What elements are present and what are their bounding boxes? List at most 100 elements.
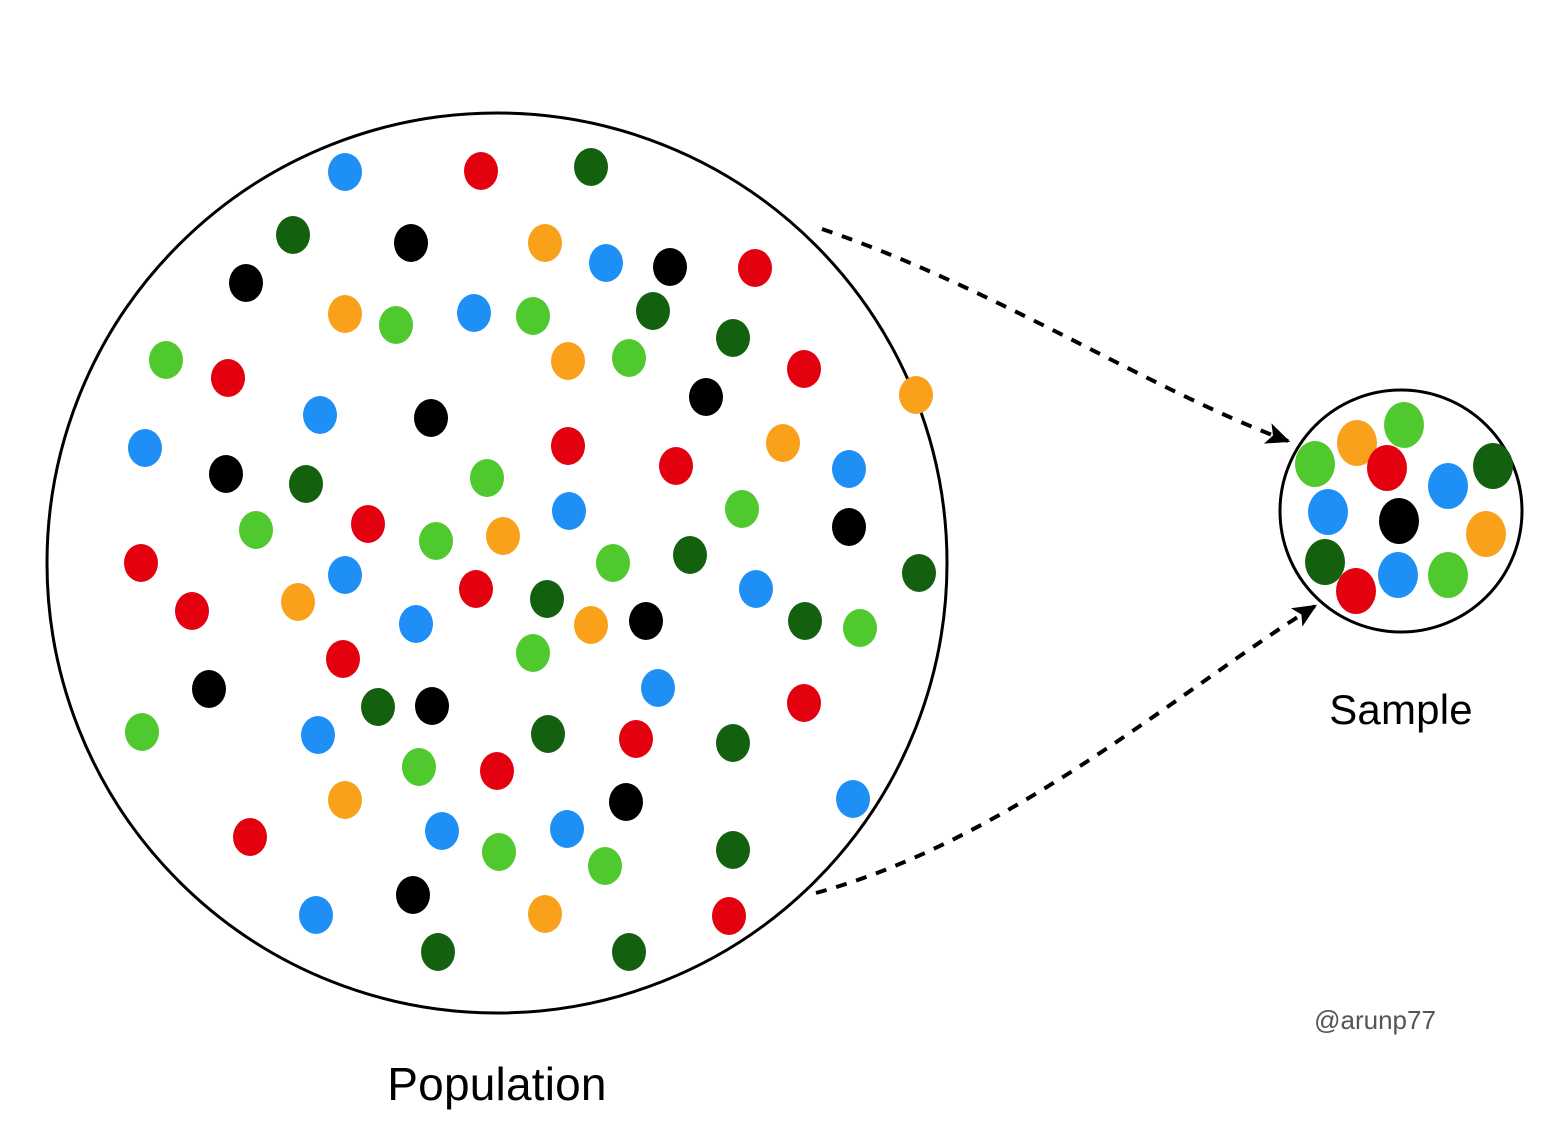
population-dot	[276, 216, 310, 254]
sample-group	[1278, 388, 1524, 634]
sample-dot	[1428, 552, 1468, 598]
population-dot	[551, 342, 585, 380]
population-dot	[175, 592, 209, 630]
population-dot	[612, 339, 646, 377]
sample-dot	[1378, 552, 1418, 598]
population-dot	[641, 669, 675, 707]
population-dot	[457, 294, 491, 332]
population-dot	[239, 511, 273, 549]
sample-label: Sample	[1329, 686, 1473, 733]
connector-arrows	[815, 227, 1318, 895]
population-dot	[629, 602, 663, 640]
population-dot	[788, 602, 822, 640]
population-dot	[459, 570, 493, 608]
population-dot	[326, 640, 360, 678]
population-dot	[464, 152, 498, 190]
population-dot	[233, 818, 267, 856]
population-dot	[124, 544, 158, 582]
sample-dot	[1337, 420, 1377, 466]
population-dot	[415, 687, 449, 725]
population-dot	[396, 876, 430, 914]
population-dot	[303, 396, 337, 434]
population-dot	[551, 427, 585, 465]
population-dot	[552, 492, 586, 530]
population-dot	[281, 583, 315, 621]
sample-dot	[1466, 511, 1506, 557]
population-dot	[787, 350, 821, 388]
population-dot	[550, 810, 584, 848]
watermark-credit: @arunp77	[1314, 1005, 1436, 1035]
population-dot	[128, 429, 162, 467]
population-dot	[528, 895, 562, 933]
population-dot	[636, 292, 670, 330]
population-dot	[425, 812, 459, 850]
population-dot	[211, 359, 245, 397]
population-dot	[289, 465, 323, 503]
population-dot	[588, 847, 622, 885]
population-dot	[419, 522, 453, 560]
population-dot	[328, 556, 362, 594]
population-dot	[712, 897, 746, 935]
population-dot	[470, 459, 504, 497]
population-group	[45, 111, 949, 1015]
sample-dot	[1308, 489, 1348, 535]
population-dot	[351, 505, 385, 543]
population-to-sample-top	[821, 227, 1291, 444]
population-dot	[328, 295, 362, 333]
population-dot	[482, 833, 516, 871]
population-dot	[899, 376, 933, 414]
sample-dot	[1379, 498, 1419, 544]
population-dot	[328, 153, 362, 191]
population-dot	[673, 536, 707, 574]
population-dot	[596, 544, 630, 582]
population-dot	[653, 248, 687, 286]
population-dot	[832, 508, 866, 546]
population-dot	[589, 244, 623, 282]
population-dot	[379, 306, 413, 344]
population-dot	[531, 715, 565, 753]
population-dot	[229, 264, 263, 302]
sample-dot	[1295, 441, 1335, 487]
population-dot	[609, 783, 643, 821]
population-dot	[361, 688, 395, 726]
population-dot	[328, 781, 362, 819]
population-dot	[716, 724, 750, 762]
population-dot	[209, 455, 243, 493]
population-dot	[574, 606, 608, 644]
population-dot	[192, 670, 226, 708]
population-dot	[421, 933, 455, 971]
population-dot	[574, 148, 608, 186]
population-dot	[832, 450, 866, 488]
population-dot	[399, 605, 433, 643]
population-dot	[787, 684, 821, 722]
population-dot	[149, 341, 183, 379]
population-dot	[516, 297, 550, 335]
population-dot	[716, 319, 750, 357]
population-dot	[480, 752, 514, 790]
sample-dot	[1384, 402, 1424, 448]
population-dot	[486, 517, 520, 555]
population-dot	[725, 490, 759, 528]
population-dot	[516, 634, 550, 672]
sample-circle-outline	[1278, 388, 1524, 634]
population-dot	[843, 609, 877, 647]
population-dot	[766, 424, 800, 462]
sample-dot	[1305, 539, 1345, 585]
sample-dot	[1367, 445, 1407, 491]
population-dot	[689, 378, 723, 416]
population-circle-outline	[45, 111, 949, 1015]
population-dot	[739, 570, 773, 608]
population-dot	[530, 580, 564, 618]
sample-dot	[1473, 443, 1513, 489]
population-dot	[738, 249, 772, 287]
population-label: Population	[387, 1058, 607, 1110]
sample-dot	[1428, 463, 1468, 509]
population-dot	[902, 554, 936, 592]
population-dot	[836, 780, 870, 818]
population-dot	[619, 720, 653, 758]
population-to-sample-bottom	[815, 604, 1318, 895]
population-dot	[612, 933, 646, 971]
population-dot	[402, 748, 436, 786]
